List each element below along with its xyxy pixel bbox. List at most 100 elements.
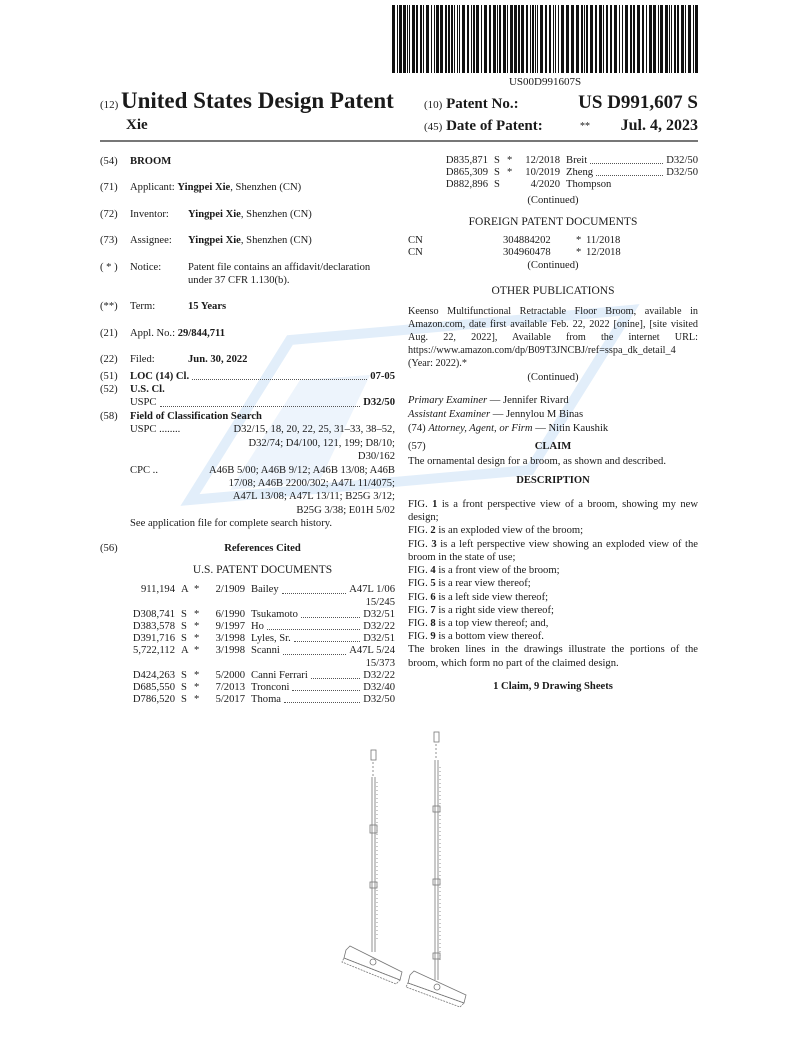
barcode-bar	[633, 5, 635, 73]
barcode-bar	[561, 5, 564, 73]
description-heading: DESCRIPTION	[516, 474, 590, 486]
applicant-name: Yingpei Xie	[177, 182, 231, 194]
field-code: (51)	[100, 370, 118, 382]
loc-value: 07-05	[370, 370, 395, 382]
ref-date: 3/1998	[215, 645, 245, 657]
inventor-surname: Xie	[126, 117, 148, 133]
ref-kind: S	[494, 179, 500, 191]
barcode-bar	[619, 5, 620, 73]
field-inventor: (72)Inventor:Yingpei Xie, Shenzhen (CN)	[100, 208, 395, 221]
field-code: (58)	[100, 410, 118, 422]
primary-examiner-label: Primary Examiner	[408, 394, 488, 406]
barcode-bar	[606, 5, 608, 73]
ref-leader	[293, 641, 361, 643]
continued-note: (Continued)	[527, 372, 579, 384]
term-value: 15 Years	[188, 301, 227, 313]
ref-kind: S	[181, 620, 187, 632]
field-label: Applicant:	[130, 182, 175, 194]
ref-no: D835,871	[445, 155, 488, 166]
ref-date: 3/1998	[215, 633, 245, 645]
ref-date: 5/2017	[215, 694, 245, 706]
ref-leader	[590, 163, 664, 165]
barcode-bar	[403, 5, 406, 73]
attorney: (74) Attorney, Agent, or Firm — Nitin Ka…	[408, 422, 698, 435]
ref-name: Bailey	[251, 584, 279, 596]
barcode-bar	[581, 5, 583, 73]
search-cpc-label: CPC ..	[130, 464, 158, 476]
broken-lines-statement: The broken lines in the drawings illustr…	[408, 644, 698, 669]
fig-label: FIG.	[408, 591, 428, 603]
ref-class: D32/50	[666, 155, 698, 166]
barcode-bar	[493, 5, 496, 73]
barcode-bar	[399, 5, 402, 73]
barcode-bar	[436, 5, 439, 73]
references-cited: (56) References Cited	[100, 542, 395, 555]
field-applicant: (71)Applicant: Yingpei Xie, Shenzhen (CN…	[100, 181, 395, 194]
fig-label: FIG.	[408, 499, 428, 511]
barcode-bar	[658, 5, 659, 73]
ref-date: 10/2019	[525, 167, 560, 179]
ref-name-line: Thompson	[566, 179, 698, 191]
uspc-line: D32/74; D4/100, 121, 199; D8/10;	[248, 437, 395, 449]
field-assignee: (73)Assignee:Yingpei Xie, Shenzhen (CN)	[100, 234, 395, 247]
field-classification-search: (58) Field of Classification Search USPC…	[100, 410, 395, 531]
broom-figure-exploded	[405, 731, 467, 1008]
barcode-bar	[476, 5, 479, 73]
figure-description: FIG. 9 is a bottom view thereof.	[408, 630, 698, 643]
barcode-bar	[576, 5, 579, 73]
ref-date: 7/2013	[215, 681, 245, 693]
field-code: (71)	[100, 182, 118, 194]
field-label: Inventor:	[130, 208, 169, 220]
barcode-bar	[503, 5, 506, 73]
barcode-bar	[693, 5, 694, 73]
claim-text: The ornamental design for a broom, as sh…	[408, 456, 667, 468]
date-label-text: Date of Patent:	[446, 118, 543, 134]
field-code: (73)	[100, 235, 118, 247]
claim-heading: CLAIM	[534, 440, 572, 452]
ref-kind: S	[494, 155, 500, 166]
field-code: ( * )	[100, 261, 118, 273]
inventor-location: , Shenzhen (CN)	[240, 208, 312, 220]
barcode	[392, 5, 698, 73]
ref-name: Scanni	[251, 645, 280, 657]
barcode-bar	[445, 5, 447, 73]
barcode-bar	[622, 5, 623, 73]
foreign-date: 12/2018	[586, 247, 621, 259]
cpc-line: B25G 3/38; E01H 5/02	[296, 504, 395, 516]
ref-date: 6/1990	[215, 608, 245, 620]
barcode-bar	[599, 5, 602, 73]
barcode-bar	[459, 5, 460, 73]
ref-kind: S	[181, 608, 187, 620]
barcode-bar	[571, 5, 574, 73]
barcode-bar	[695, 5, 698, 73]
notice-text: Patent file contains an affidavit/declar…	[188, 261, 371, 287]
ref-name: Zheng	[566, 167, 594, 179]
barcode-bar	[674, 5, 676, 73]
barcode-bar	[625, 5, 628, 73]
ref-name: Thompson	[566, 179, 612, 191]
barcode-bar	[549, 5, 551, 73]
left-column: (54)BROOM (71)Applicant: Yingpei Xie, Sh…	[100, 155, 395, 706]
fig-number: 9	[430, 631, 436, 643]
fig-label: FIG.	[408, 617, 428, 629]
barcode-bar	[484, 5, 487, 73]
barcode-bar	[665, 5, 668, 73]
barcode-bar	[586, 5, 588, 73]
ref-no: D383,578	[132, 620, 175, 632]
search-uspc-values: D32/15, 18, 20, 22, 25, 31–33, 38–52,D32…	[184, 423, 395, 463]
barcode-bar	[642, 5, 644, 73]
barcode-bar	[595, 5, 597, 73]
barcode-bar	[590, 5, 593, 73]
ref-star: *	[194, 633, 200, 645]
patent-number: US D991,607 S	[578, 92, 698, 113]
fig-text: is a front perspective view of a broom, …	[408, 499, 698, 524]
